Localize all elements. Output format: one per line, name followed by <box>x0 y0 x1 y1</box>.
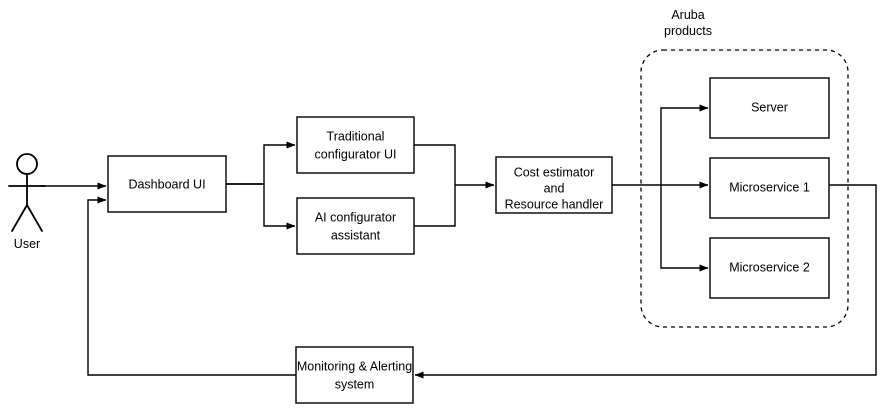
edge-cost-estimator-to-server <box>660 104 709 185</box>
node-microservice-2[interactable]: Microservice 2 <box>709 237 830 299</box>
microservice-1-label: Microservice 1 <box>729 180 810 194</box>
monitoring-alerting-system-label-line2: system <box>335 377 375 391</box>
monitoring-alerting-system-label-line1: Monitoring & Alerting <box>297 359 412 373</box>
ai-configurator-assistant-box[interactable] <box>296 197 415 255</box>
cost-estimator-label-line2: and <box>544 181 565 195</box>
aruba-products-group: Aruba products <box>640 8 849 328</box>
traditional-configurator-ui-label-line1: Traditional <box>327 129 385 143</box>
edge-traditional-configurator-merge <box>414 144 456 185</box>
cost-estimator-label-line3: Resource handler <box>505 197 604 211</box>
node-cost-estimator-resource-handler[interactable]: Cost estimator and Resource handler <box>495 156 613 214</box>
ai-configurator-assistant-label-line1: AI configurator <box>315 210 396 224</box>
user-left-leg-icon <box>11 204 28 232</box>
server-label: Server <box>751 100 788 114</box>
ai-configurator-assistant-label-line2: assistant <box>331 228 381 242</box>
edge-monitoring-to-dashboard <box>87 196 296 376</box>
node-microservice-1[interactable]: Microservice 1 <box>709 157 830 219</box>
microservice-2-label: Microservice 2 <box>729 260 810 274</box>
cost-estimator-resource-handler-box[interactable] <box>495 156 613 214</box>
dashboard-ui-label: Dashboard UI <box>128 177 205 191</box>
node-monitoring-alerting-system[interactable]: Monitoring & Alerting system <box>295 346 414 404</box>
traditional-configurator-ui-box[interactable] <box>296 116 415 174</box>
node-server[interactable]: Server <box>709 77 830 139</box>
node-dashboard-ui[interactable]: Dashboard UI <box>107 155 227 213</box>
user-actor: User <box>8 153 46 251</box>
cost-estimator-label-line1: Cost estimator <box>514 165 595 179</box>
aruba-products-group-border <box>640 49 849 328</box>
microservice-2-box[interactable] <box>709 237 830 299</box>
node-ai-configurator-assistant[interactable]: AI configurator assistant <box>296 197 415 255</box>
traditional-configurator-ui-label-line2: configurator UI <box>315 147 397 161</box>
edge-cost-estimator-to-microservice-2 <box>660 185 709 272</box>
user-right-leg-icon <box>26 204 43 232</box>
edge-ai-configurator-merge <box>414 185 456 227</box>
edge-dashboard-to-traditional-configurator <box>226 141 296 185</box>
node-traditional-configurator-ui[interactable]: Traditional configurator UI <box>296 116 415 174</box>
dashboard-ui-box[interactable] <box>107 155 227 213</box>
server-box[interactable] <box>709 77 830 139</box>
edge-dashboard-to-ai-configurator <box>226 183 296 230</box>
aruba-products-group-label-line1: Aruba <box>671 8 704 22</box>
monitoring-alerting-system-box[interactable] <box>295 346 414 404</box>
microservice-1-box[interactable] <box>709 157 830 219</box>
aruba-products-group-label-line2: products <box>664 24 712 38</box>
edge-products-to-monitoring <box>414 184 877 379</box>
user-head-icon <box>16 153 38 175</box>
user-actor-label: User <box>14 237 40 251</box>
